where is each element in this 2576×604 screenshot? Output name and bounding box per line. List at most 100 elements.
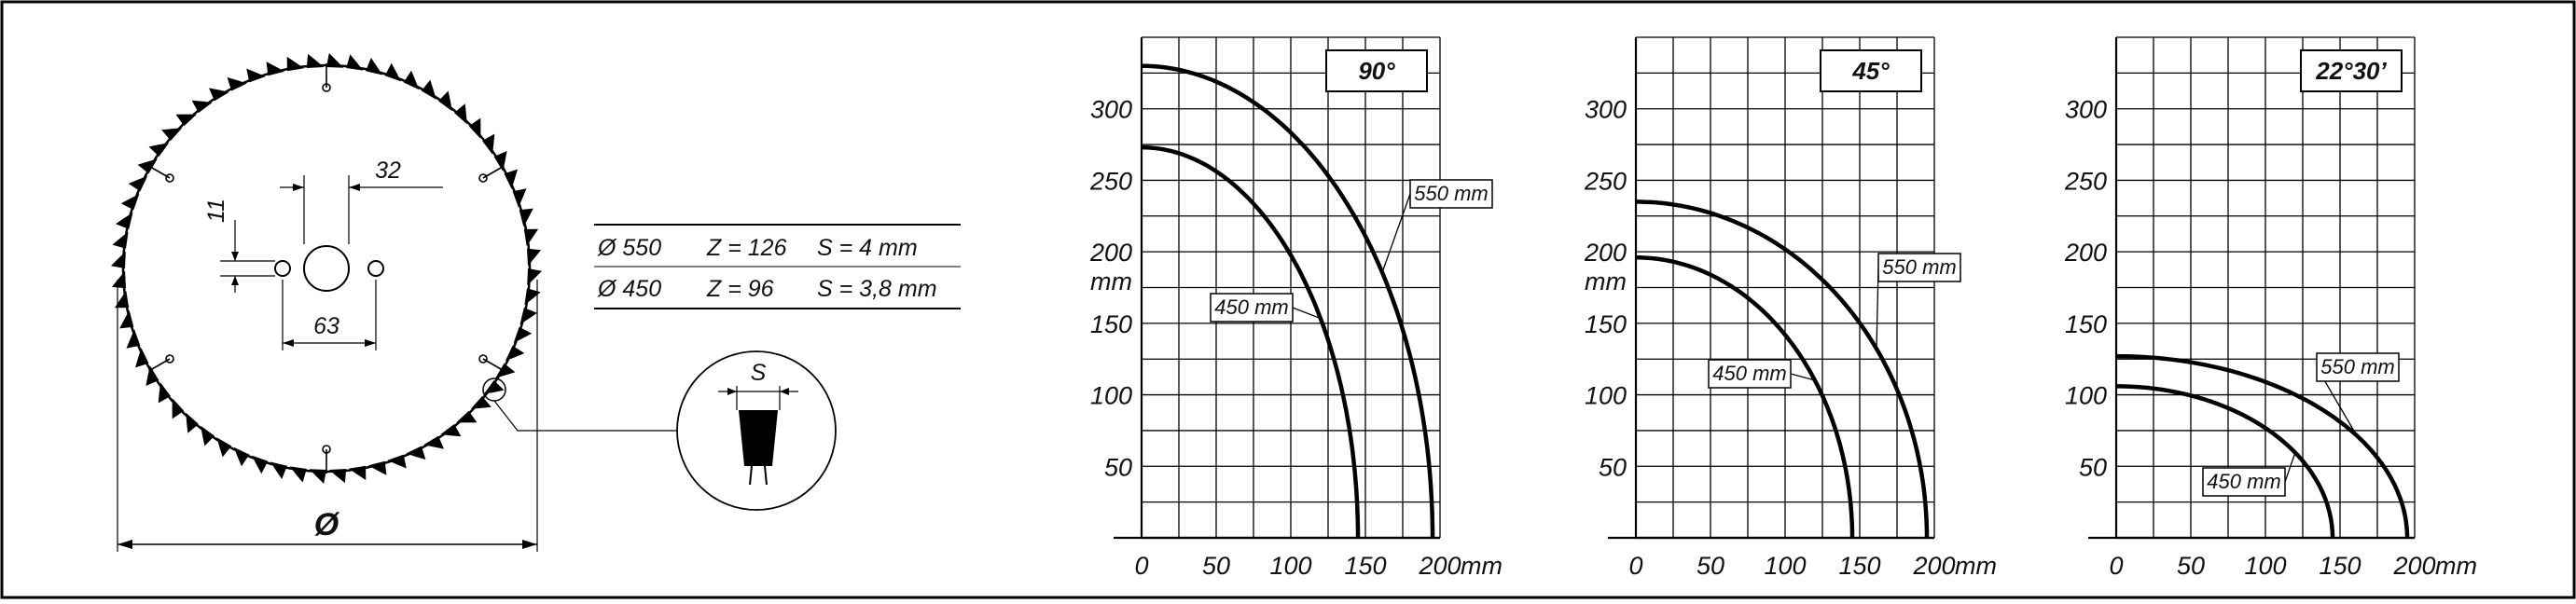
- expansion-slot-hole: [478, 173, 488, 183]
- x-tick-label: 100: [1269, 552, 1311, 580]
- y-tick-label: 150: [1090, 310, 1132, 338]
- series-label-box: [2202, 467, 2286, 497]
- y-tick-label: 50: [1599, 453, 1627, 481]
- series-label-box: [1409, 179, 1493, 209]
- y-tick-label: 50: [2079, 453, 2107, 481]
- dim-bore-arrow-left: [293, 184, 304, 191]
- x-tick-label: 200: [1418, 552, 1461, 580]
- blade-rim: [121, 63, 532, 474]
- spec-diameter: Ø 550: [597, 235, 661, 261]
- angle-label: 90°: [1358, 57, 1395, 85]
- series-label: 550 mm: [1882, 255, 1956, 279]
- dim-bore-arrow-right: [349, 184, 360, 191]
- x-tick-label: 200: [2392, 552, 2435, 580]
- dim-diameter-label: Ø: [314, 507, 340, 542]
- dim-bore-label: 32: [375, 158, 401, 184]
- series-leader: [2284, 452, 2296, 483]
- kerf-arrow-right: [780, 388, 789, 395]
- series-leader: [1790, 373, 1816, 381]
- series-curve: [2116, 384, 2335, 538]
- saw-blade-drawing: 32 11 63 Ø S: [111, 53, 837, 552]
- series-leader: [1381, 193, 1411, 273]
- detail-leader: [493, 400, 679, 432]
- y-tick-label: 200: [1584, 239, 1627, 267]
- spec-row: Ø 450 Z = 96 S = 3,8 mm: [597, 276, 937, 302]
- x-tick-label: 150: [1344, 552, 1386, 580]
- spec-teeth: Z = 126: [706, 235, 787, 261]
- dim-pin-arrow-bottom: [231, 276, 239, 285]
- y-tick-label: 300: [1585, 96, 1627, 124]
- y-axis-label: mm: [1585, 268, 1627, 295]
- x-axis-label: mm: [1461, 552, 1503, 580]
- blade-teeth: [111, 53, 542, 484]
- tooth-body-right: [764, 465, 768, 486]
- dim-spacing-arrow-right: [365, 339, 376, 347]
- x-tick-label: 200: [1912, 552, 1955, 580]
- center-bore: [303, 245, 350, 292]
- dim-diameter-arrow-right: [522, 540, 537, 549]
- spec-diameter: Ø 450: [597, 276, 661, 302]
- y-axis-label: mm: [1090, 268, 1132, 295]
- tooth-profile: [739, 410, 778, 466]
- y-tick-label: 200: [2064, 239, 2107, 267]
- x-tick-label: 0: [2109, 552, 2123, 580]
- spec-teeth: Z = 96: [706, 276, 774, 302]
- x-tick-label: 150: [1838, 552, 1880, 580]
- dim-diameter-arrow-left: [118, 540, 132, 549]
- series-curve: [2115, 353, 2410, 538]
- x-tick-label: 0: [1134, 552, 1148, 580]
- expansion-slots: [148, 63, 505, 474]
- tooth-body-left: [749, 465, 753, 486]
- angle-box: [1820, 49, 1922, 92]
- x-tick-label: 150: [2319, 552, 2361, 580]
- x-axis-label: mm: [2435, 552, 2477, 580]
- spec-row: Ø 550 Z = 126 S = 4 mm: [597, 235, 918, 261]
- x-tick-label: 100: [1764, 552, 1806, 580]
- series-curve: [1141, 63, 1435, 538]
- y-tick-label: 300: [1090, 96, 1132, 124]
- dim-spacing-label: 63: [313, 313, 339, 339]
- y-tick-label: 200: [1089, 239, 1132, 267]
- expansion-slot-hole: [322, 445, 331, 454]
- pin-hole-right: [367, 260, 384, 277]
- series-curve: [1635, 199, 1930, 538]
- series-label-box: [1877, 253, 1961, 282]
- y-tick-label: 250: [1089, 167, 1132, 195]
- y-tick-label: 250: [2064, 167, 2107, 195]
- angle-label: 45°: [1851, 57, 1890, 85]
- dim-pin-arrow-top: [231, 252, 239, 261]
- angle-box: [2300, 49, 2403, 92]
- y-tick-label: 50: [1104, 453, 1132, 481]
- angle-label: 22°30’: [2315, 57, 2387, 85]
- kerf-label: S: [751, 360, 767, 386]
- y-tick-label: 300: [2065, 96, 2107, 124]
- y-tick-label: 150: [2065, 310, 2107, 338]
- series-label-box: [1210, 293, 1294, 323]
- expansion-slot-hole: [322, 83, 331, 92]
- pin-hole-left: [274, 260, 291, 277]
- series-label: 550 mm: [2320, 355, 2394, 378]
- dim-pin-label: 11: [203, 199, 229, 223]
- x-tick-label: 100: [2244, 552, 2286, 580]
- y-tick-label: 100: [1585, 382, 1627, 410]
- expansion-slot-hole: [165, 354, 174, 364]
- series-label-box: [2316, 352, 2400, 382]
- series-label: 450 mm: [1214, 295, 1288, 319]
- y-tick-label: 100: [2065, 382, 2107, 410]
- expansion-slot-hole: [165, 173, 174, 183]
- series-label-box: [1708, 359, 1792, 389]
- x-axis-label: mm: [1955, 552, 1997, 580]
- expansion-slot-hole: [478, 354, 488, 364]
- series-label: 450 mm: [2207, 470, 2280, 493]
- x-tick-label: 50: [1202, 552, 1230, 580]
- dim-spacing-arrow-left: [283, 339, 294, 347]
- spec-table: Ø 550 Z = 126 S = 4 mm Ø 450 Z = 96 S = …: [594, 224, 961, 309]
- x-tick-label: 50: [2177, 552, 2205, 580]
- spec-kerf: S = 3,8 mm: [817, 276, 937, 302]
